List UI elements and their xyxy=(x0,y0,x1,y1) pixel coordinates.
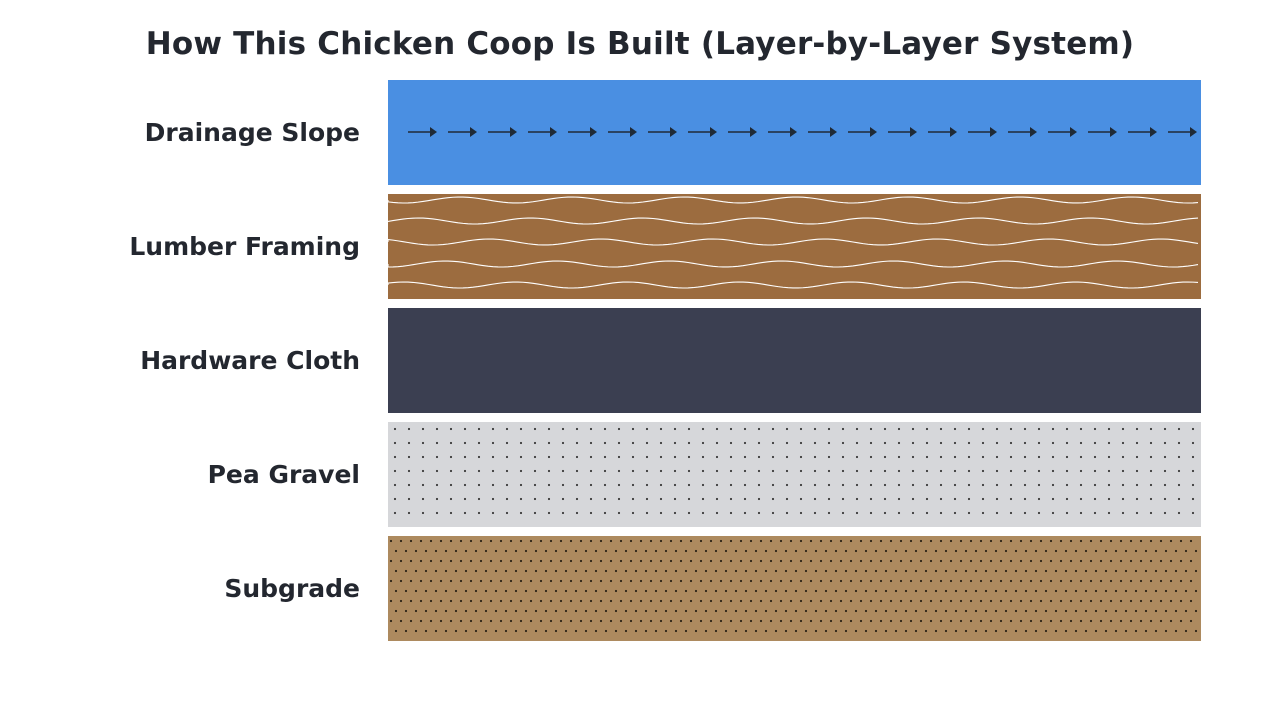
layer-band-drainage-slope xyxy=(388,80,1201,185)
layer-fill-subgrade xyxy=(388,536,1201,641)
layer-pattern-subgrade xyxy=(389,539,1198,633)
layer-label-lumber-framing: Lumber Framing xyxy=(129,232,360,261)
layer-band-lumber-framing xyxy=(388,194,1201,299)
layer-pattern-pea-gravel xyxy=(393,427,1195,515)
layer-label-subgrade: Subgrade xyxy=(224,574,360,603)
layer-band-pea-gravel xyxy=(388,422,1201,527)
layer-pattern-lumber-framing xyxy=(388,196,1199,289)
layer-fill-pea-gravel xyxy=(388,422,1201,527)
layer-band-hardware-cloth xyxy=(388,308,1201,413)
layer-band-subgrade xyxy=(388,536,1201,641)
layer-label-pea-gravel: Pea Gravel xyxy=(207,460,360,489)
layer-label-drainage-slope: Drainage Slope xyxy=(144,118,360,147)
layer-pattern-drainage-slope xyxy=(408,127,1197,137)
diagram-title: How This Chicken Coop Is Built (Layer-by… xyxy=(145,26,1135,62)
layer-label-hardware-cloth: Hardware Cloth xyxy=(140,346,360,375)
layer-fill-lumber-framing xyxy=(388,194,1201,299)
layer-fill-hardware-cloth xyxy=(388,308,1201,413)
